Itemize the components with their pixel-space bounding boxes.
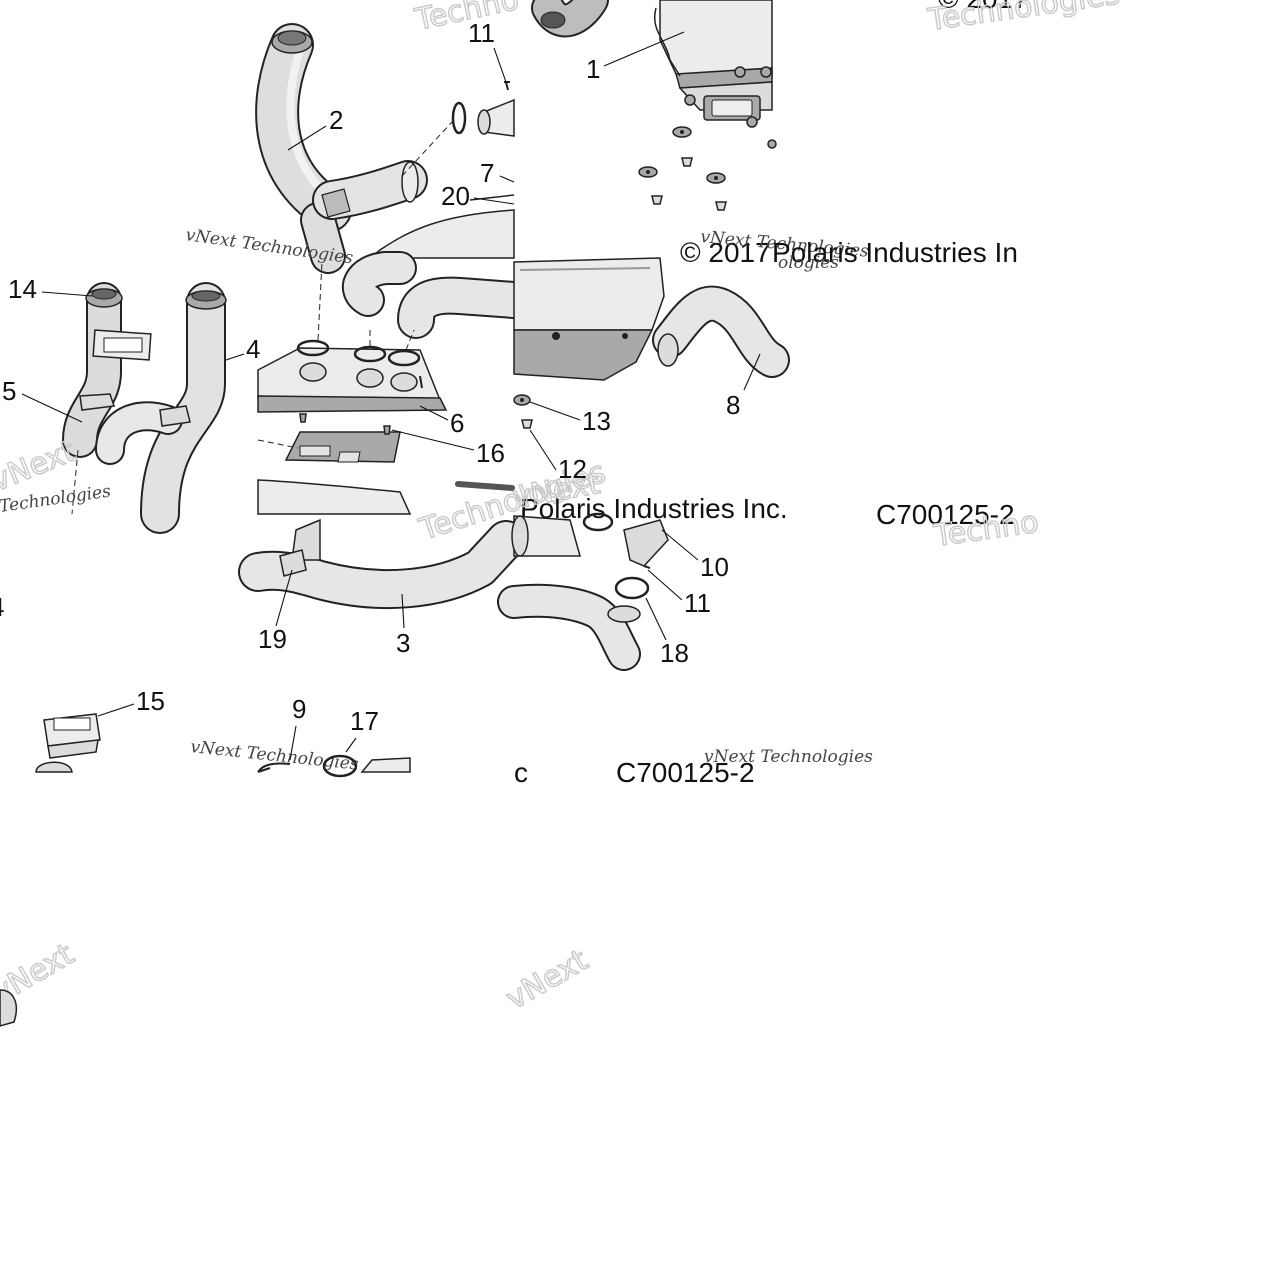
callout-4b: 4 xyxy=(0,592,4,622)
elbow-top-right xyxy=(531,0,609,38)
airbox-lower xyxy=(513,257,665,381)
screw-icon xyxy=(504,81,510,91)
callout-9: 9 xyxy=(292,694,306,724)
watermark-tech-2: Technologies xyxy=(925,0,1122,38)
callout-4a: 4 xyxy=(246,334,260,364)
lower-housing xyxy=(257,479,412,515)
rod-part xyxy=(455,481,515,491)
callout-6: 6 xyxy=(450,408,464,438)
housing-part-20 xyxy=(367,194,515,259)
tile-center-right: 13 12 8 Polaris Industries Inc. vNext xyxy=(510,257,790,524)
callout-8: 8 xyxy=(726,390,740,420)
callout-20: 20 xyxy=(441,181,470,211)
elbow-pair-top xyxy=(342,251,533,339)
tile-far-top-right: © 2017 Technologies Polaris Industries I… xyxy=(772,0,1123,273)
duct-part-4 xyxy=(95,282,227,534)
tile-center-lower: 19 3 xyxy=(238,518,526,658)
sleeve-part-10 xyxy=(511,512,669,569)
copyright-top: © 2017 xyxy=(938,0,1029,14)
callout-16: 16 xyxy=(476,438,505,468)
company-low: Polaris Industries Inc. xyxy=(520,493,788,524)
callout-11b: 11 xyxy=(684,588,711,618)
callout-5: 5 xyxy=(2,376,16,406)
duct-part-2 xyxy=(255,23,428,274)
callout-14: 14 xyxy=(8,274,37,304)
tile-center-bottom: 9 17 C700125-2 c vNext Technologies xyxy=(257,694,873,788)
callout-18: 18 xyxy=(660,638,689,668)
callout-7: 7 xyxy=(480,158,494,188)
duct-part-8 xyxy=(652,285,790,378)
tile-far-right-middle: C700125-2 Techno xyxy=(876,499,1041,555)
tile-left-lower: 4 15 vNext Technologies xyxy=(0,592,360,775)
callout-2: 2 xyxy=(329,105,343,135)
callout-15: 15 xyxy=(136,686,165,716)
callout-11: 11 xyxy=(468,18,495,48)
clamp-ring xyxy=(451,101,467,135)
grommets-group xyxy=(638,126,777,211)
tile-bottom-fragments: vNext vNext xyxy=(0,936,595,1027)
shield-plate-16 xyxy=(284,413,401,463)
watermark-next-4: vNext xyxy=(501,943,595,1017)
callout-19: 19 xyxy=(258,624,287,654)
callout-10: 10 xyxy=(700,552,729,582)
company-mid: Polaris Industries In xyxy=(772,237,1018,268)
callout-13: 13 xyxy=(582,406,611,436)
callout-1: 1 xyxy=(586,54,600,84)
duct-part-18 xyxy=(497,576,650,671)
plenum-part-6 xyxy=(257,339,448,413)
code-low: C700125-2 xyxy=(876,499,1015,530)
callout-3: 3 xyxy=(396,628,410,658)
airbox-part-1 xyxy=(653,0,773,128)
watermark-ologies: ologies xyxy=(778,253,839,273)
tile-top-right: 1 © 2017 vNext Technologies xyxy=(531,0,870,268)
watermark-brand-4: vNext Technologies xyxy=(704,747,873,767)
fragment-part xyxy=(0,989,18,1027)
tile-top-center: 11 2 7 20 vNext Technologies Techno xyxy=(184,0,523,274)
duct-part-5 xyxy=(62,282,152,458)
copyright-mid: © 2017 xyxy=(680,237,771,268)
tile-right-lower: 10 11 18 xyxy=(497,512,729,671)
filter-part-15 xyxy=(43,713,101,759)
clamp-icon xyxy=(79,393,116,411)
grommets-lower xyxy=(513,394,533,429)
callout-12: 12 xyxy=(558,454,587,484)
duct-part-3 xyxy=(238,518,526,610)
code-bottom: C700125-2 xyxy=(616,757,755,788)
footer-fragment: c xyxy=(514,757,528,788)
watermark-tech: Techno xyxy=(411,0,522,38)
tile-left-middle: 14 5 4 vNext Technologies xyxy=(0,274,260,534)
duct-end xyxy=(35,761,73,773)
callout-17: 17 xyxy=(350,706,379,736)
sleeve-part-11-top xyxy=(477,98,515,137)
